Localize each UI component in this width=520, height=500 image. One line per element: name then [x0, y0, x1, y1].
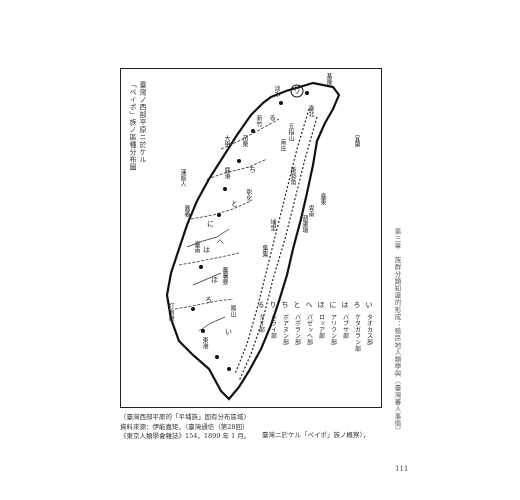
- map-title: 臺灣ノ西部平原ニ於ケル: [139, 81, 147, 164]
- legend-key: る: [257, 301, 265, 309]
- legend-key: は: [341, 301, 349, 309]
- region-marker-he: へ: [217, 238, 224, 246]
- region-marker-ri: り: [293, 86, 301, 95]
- label-tamsui: 淡水: [273, 85, 280, 97]
- legend-item: は バブサ部: [340, 301, 350, 339]
- figure-caption: 〈臺灣西部平原的「平埔族」固有分布區域〉 資料來源：伊能嘉矩，〈臺灣通信（第28…: [120, 413, 400, 442]
- legend-item: に アリクン部: [328, 301, 338, 346]
- map-subtitle: 「ペイポ」族ノ區種分布圖: [129, 81, 137, 171]
- region-marker-ho: ほ: [211, 276, 218, 284]
- label-keelung: 基隆: [325, 73, 332, 85]
- legend-label: バボラン部: [293, 314, 301, 346]
- legend-item: ろ ケタガラン部: [352, 301, 362, 352]
- legend-key: り: [269, 301, 277, 309]
- legend-label: タオカス部: [365, 314, 373, 346]
- label-changhua: 彰化: [245, 189, 252, 201]
- legend-item: い タオカス部: [364, 301, 374, 346]
- label-lugang: 鹿港: [223, 167, 230, 179]
- legend-item: ち ボアヌン部: [280, 301, 290, 346]
- label-hulu: 葫蘆墩: [301, 215, 308, 233]
- region-marker-ha: は: [203, 246, 210, 254]
- label-tzuhuan: 漢脈人: [179, 169, 186, 187]
- legend-item: ほ ロッア部: [316, 301, 326, 339]
- map-legend: い タオカス部 ろ ケタガラン部 は バブサ部 に アリクン部 ほ ロッア部 へ…: [256, 301, 378, 471]
- map-figure: 臺灣ノ西部平原ニ於ケル 「ペイポ」族ノ區種分布圖 基隆 淡水 臺北 宜蘭 新竹 …: [120, 68, 382, 408]
- running-header: 第三章 族群分類知識的形成：殖民地人類學與〈臺灣蕃人事情〉: [393, 228, 401, 434]
- legend-label: アリクン部: [329, 314, 337, 346]
- label-jiayi: 嘉義: [183, 205, 190, 217]
- legend-item: る タオ部: [256, 301, 266, 333]
- taiwan-map-drawing: [165, 81, 341, 401]
- label-miaoli: 苗栗: [241, 135, 248, 147]
- legend-label: バブサ部: [341, 314, 349, 340]
- caption-source-continued: 臺灣ニ於ケル「ペイポ」族ノ概察〉，: [262, 431, 370, 439]
- region-marker-to: と: [231, 200, 238, 208]
- caption-source: 資料來源：伊能嘉矩，〈臺灣通信（第28回）: [120, 422, 249, 431]
- legend-key: に: [329, 301, 337, 309]
- legend-key: ち: [281, 301, 289, 309]
- legend-key: と: [293, 301, 301, 309]
- mountain-ridge: [234, 108, 310, 375]
- label-fengshan: 鳳山: [229, 305, 236, 317]
- label-beinan: 卑南: [307, 205, 314, 217]
- legend-item: り シライ部: [268, 301, 278, 339]
- label-yilan: 宜蘭: [353, 135, 360, 147]
- label-wuzhishan: 五指山: [287, 123, 294, 141]
- region-marker-chi: ち: [249, 166, 256, 174]
- region-marker-ru: る: [269, 114, 276, 122]
- legend-key: へ: [305, 301, 313, 309]
- page-number: 111: [395, 465, 409, 473]
- legend-key: い: [365, 301, 373, 309]
- label-nanzhuang: 南庄: [279, 139, 286, 151]
- label-puli: 埔里: [269, 219, 276, 231]
- label-dagou: 打狗港: [167, 303, 174, 321]
- label-tainan: 臺南: [193, 241, 200, 253]
- region-marker-ni: に: [207, 220, 214, 228]
- caption-citation: 《東京人類學會雜誌》154，1899 年 1 月。: [120, 432, 251, 440]
- label-fanshu: 蕃薯寮: [221, 267, 228, 285]
- label-hsinchu: 新竹: [255, 115, 262, 127]
- legend-label: ボアヌン部: [281, 314, 289, 346]
- region-marker-ro: ろ: [205, 296, 212, 304]
- legend-item: へ パゼッへ部: [304, 301, 314, 346]
- label-donggang: 東港: [201, 337, 208, 349]
- legend-item: と バボラン部: [292, 301, 302, 346]
- legend-key: ろ: [353, 301, 361, 309]
- legend-label: タオ部: [257, 314, 265, 333]
- taiwan-outline: [165, 81, 341, 401]
- legend-label: パゼッへ部: [305, 314, 313, 346]
- caption-title: 〈臺灣西部平原的「平埔族」固有分布區域〉: [120, 413, 250, 421]
- region-marker-i: い: [225, 328, 232, 336]
- legend-label: シライ部: [269, 314, 277, 340]
- label-dongshijiao: 東勢角: [289, 167, 296, 185]
- legend-label: ケタガラン部: [353, 314, 361, 352]
- legend-label: ロッア部: [317, 314, 325, 340]
- legend-key: ほ: [317, 301, 325, 309]
- label-taitung: 臺東: [319, 193, 326, 205]
- label-dajia: 大甲: [223, 135, 230, 147]
- label-taipei: 臺北: [307, 105, 314, 117]
- label-jiji: 集集: [261, 245, 268, 257]
